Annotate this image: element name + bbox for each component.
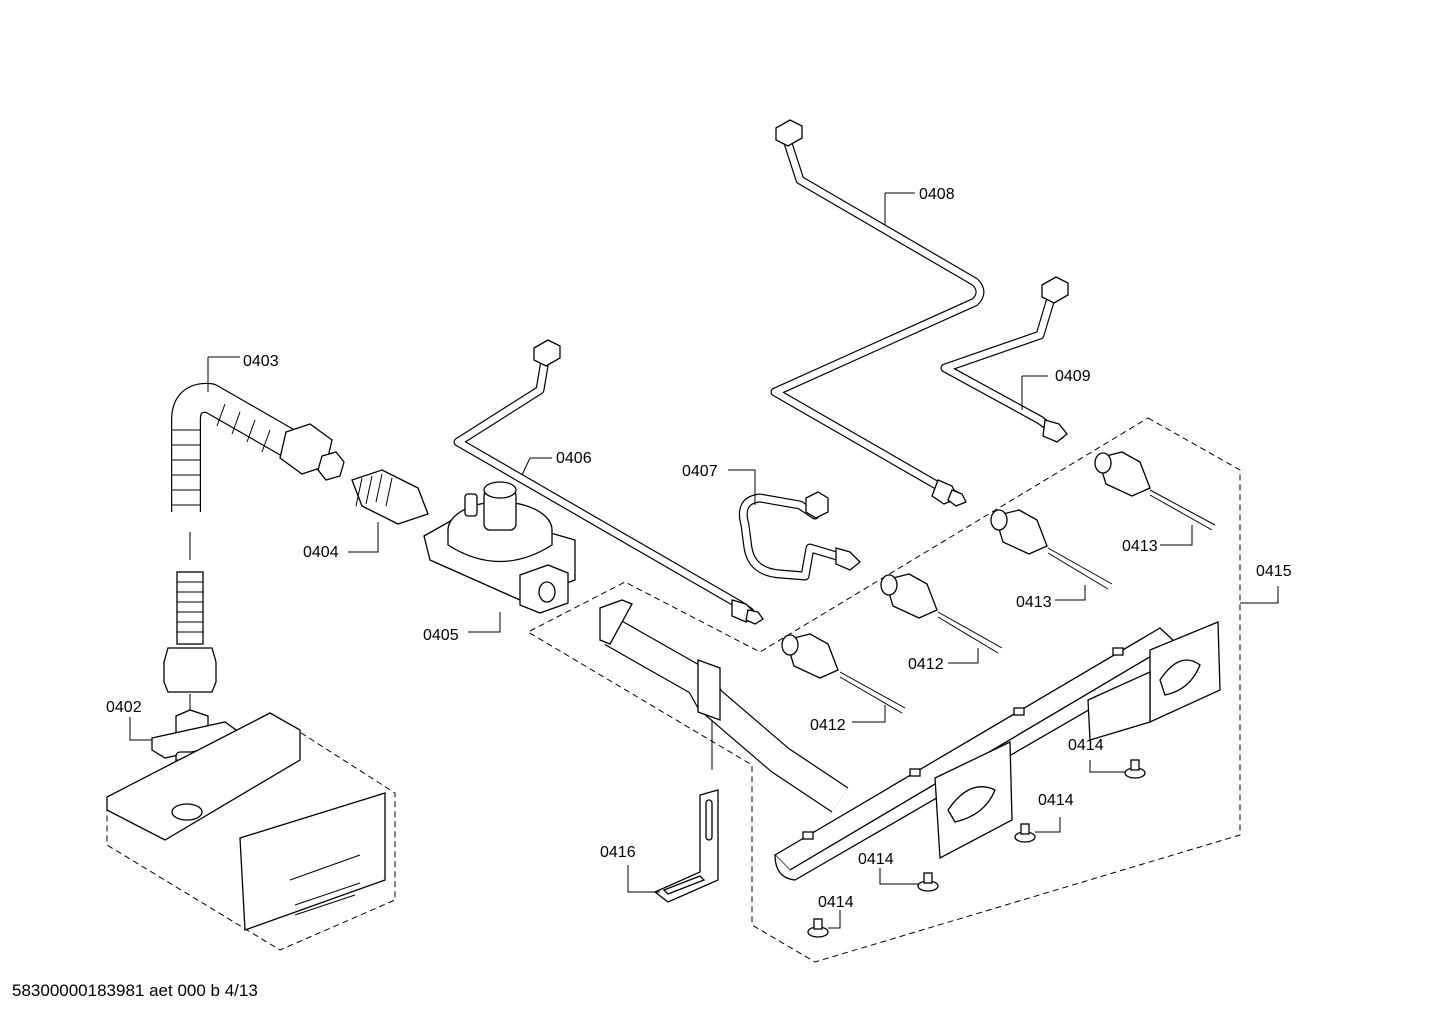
mounting-plate — [106, 712, 386, 931]
gas-tube-0407 — [738, 491, 861, 581]
hose-lower-section — [163, 532, 217, 710]
callout-0413-mid: 0413 — [1016, 594, 1052, 611]
callout-0402: 0402 — [106, 699, 142, 716]
screw-0414-d — [807, 918, 829, 938]
callout-0414-a: 0414 — [1068, 737, 1104, 754]
valve-0413-top — [1094, 451, 1216, 531]
valve-0413-mid — [990, 509, 1113, 590]
l-bracket-0416 — [653, 659, 721, 903]
screw-0414-c — [917, 872, 939, 892]
pressure-regulator-0405 — [423, 481, 576, 614]
valve-0412-upper — [880, 573, 1003, 654]
callout-0406: 0406 — [556, 450, 592, 467]
callout-0414-c: 0414 — [858, 851, 894, 868]
gas-tube-0409 — [940, 276, 1069, 443]
callout-0413-top: 0413 — [1122, 538, 1158, 555]
manifold-bar-0415 — [773, 621, 1221, 881]
callout-0412-lower: 0412 — [810, 717, 846, 734]
gas-tube-0408 — [770, 119, 985, 507]
valve-0412-lower — [781, 633, 906, 714]
callout-0409: 0409 — [1055, 368, 1091, 385]
callout-0408: 0408 — [919, 186, 955, 203]
callout-0415: 0415 — [1256, 563, 1292, 580]
callout-0403: 0403 — [243, 353, 279, 370]
screw-0414-b — [1014, 823, 1036, 843]
leader-lines — [129, 192, 1279, 929]
manifold-group-outline — [526, 417, 1241, 963]
callout-0412-upper: 0412 — [908, 656, 944, 673]
callout-0414-d: 0414 — [818, 894, 854, 911]
screw-0414-a — [1124, 759, 1146, 779]
callout-0416: 0416 — [600, 844, 636, 861]
callout-0407: 0407 — [682, 463, 718, 480]
document-footer-id: 58300000183981 aet 000 b 4/13 — [12, 981, 258, 1000]
callout-0414-b: 0414 — [1038, 792, 1074, 809]
callout-0404: 0404 — [303, 544, 339, 561]
gas-tube-0406 — [453, 339, 764, 625]
flexible-hose-0403 — [171, 382, 345, 512]
adapter-0404 — [351, 469, 429, 525]
callout-0405: 0405 — [423, 627, 459, 644]
